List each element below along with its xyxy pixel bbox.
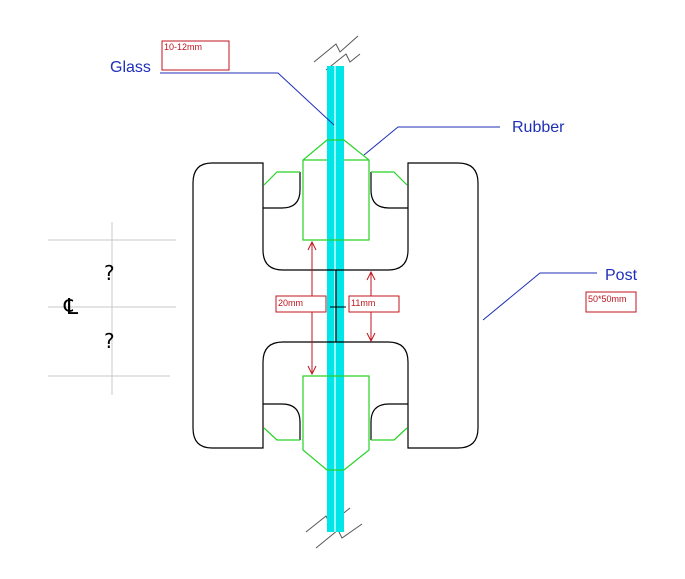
post-label: Post <box>605 267 638 284</box>
question-mark-bottom: ? <box>104 329 115 353</box>
glass-label: Glass <box>110 59 151 76</box>
leader-lines <box>160 72 597 321</box>
dim-11mm-text: 11mm <box>351 298 375 308</box>
question-mark-top: ? <box>104 261 115 285</box>
construction-lines <box>48 222 176 395</box>
dim-20mm-box <box>275 295 327 313</box>
dim-20mm-text: 20mm <box>278 298 303 308</box>
dim-11mm-box <box>348 295 400 313</box>
glass-thickness-box <box>161 40 230 71</box>
post-size-box <box>585 291 637 313</box>
rubber-gaskets <box>263 139 408 471</box>
centerline-symbol: ℄ <box>63 295 79 320</box>
rubber-label: Rubber <box>512 119 565 136</box>
glass-thickness-text: 10-12mm <box>164 42 202 52</box>
post-size-text: 50*50mm <box>588 294 627 304</box>
post-outline <box>192 162 479 449</box>
